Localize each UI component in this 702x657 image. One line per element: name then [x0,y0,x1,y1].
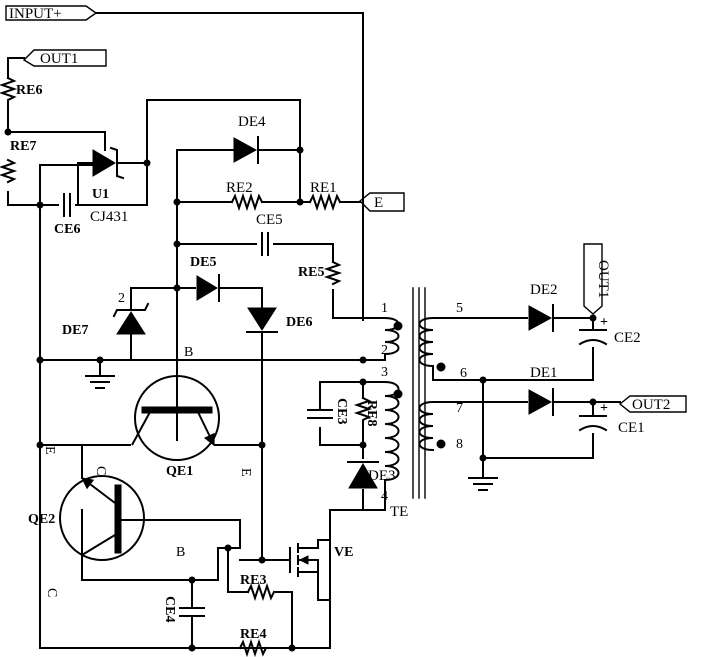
de2-label: DE2 [530,282,558,298]
out2-port: OUT2 [618,395,687,413]
pin-7: 7 [456,401,463,416]
diode-de4: DE4 [233,114,266,164]
diode-de2: DE2 [528,282,558,332]
qe1-e-label: E [238,468,253,477]
qe2-b-label: B [176,545,185,560]
resistor-re6: RE6 [0,76,42,102]
re6-label: RE6 [16,83,42,98]
out1-vertical-port: OUT1 [583,243,611,315]
re1-label: RE1 [310,180,337,196]
ce1-label: CE1 [618,420,645,436]
resistor-re4: RE4 [238,627,268,657]
de5-label: DE5 [190,255,216,270]
de6-label: DE6 [286,315,312,330]
junctions [4,128,597,652]
resistor-re5: RE5 [298,260,343,286]
qe1-c-label: E [42,446,57,455]
qe2-c2-label: C [44,588,59,597]
resistor-re2: RE2 [226,180,264,212]
de4-label: DE4 [238,114,266,130]
re2-label: RE2 [226,180,253,196]
diode-de6: DE6 [246,307,312,333]
out1-port: OUT1 [22,49,107,67]
pin-5: 5 [456,301,463,316]
regulator-u1: U1 CJ431 [77,131,131,225]
re3-label: RE3 [240,573,266,588]
pin-1: 1 [381,301,388,316]
qe1-b-label: B [184,345,193,360]
e-port-label: E [374,195,383,211]
input-plus-label: INPUT+ [9,6,62,22]
input-plus-port: INPUT+ [5,5,98,22]
cj431-label: CJ431 [90,209,128,225]
re7-label: RE7 [10,139,36,154]
u1-label: U1 [92,187,109,202]
out1-label: OUT1 [40,51,78,67]
te-label: TE [390,504,408,520]
capacitor-ce3: CE3 [307,398,349,424]
ground-right [468,477,498,491]
de1-label: DE1 [530,365,558,381]
qe1-label: QE1 [166,464,193,479]
ce5-label: CE5 [256,212,283,228]
pin-4: 4 [381,489,388,504]
out1-vertical-label: OUT1 [595,260,611,298]
qe2-label: QE2 [28,512,55,527]
re8-label: RE8 [364,400,379,426]
ground-left [85,375,115,389]
zener-diode-de7: DE7 2 [62,291,150,338]
diode-de5: DE5 [190,255,220,302]
ce1-plus: + [600,401,608,416]
capacitor-ce2: + CE2 [578,315,641,346]
pin-2: 2 [381,343,388,358]
diode-de1: DE1 [528,365,558,416]
resistor-re8: RE8 [353,396,379,429]
e-port: E [358,192,405,212]
transistor-qe1: QE1 B E E [42,345,253,479]
re4-label: RE4 [240,627,266,642]
qe2-c-label: C [93,466,108,475]
pin-3: 3 [381,365,388,380]
ve-label: VE [334,545,353,560]
mosfet-ve: VE [289,509,353,581]
pin-6: 6 [460,366,467,381]
de7-pin-label: 2 [118,291,125,306]
wires [7,12,621,649]
de3-label: DE3 [368,468,396,484]
capacitor-ce6: CE6 [54,193,80,237]
ce4-label: CE4 [162,596,177,622]
resistor-re7: RE7 [0,139,36,184]
out2-label: OUT2 [632,397,670,413]
de7-label: DE7 [62,323,88,338]
transistor-qe2: QE2 C B C [28,444,185,597]
ce6-label: CE6 [54,222,80,237]
ce2-plus: + [600,315,608,330]
capacitor-ce4: CE4 [162,596,205,622]
re5-label: RE5 [298,265,324,280]
capacitor-ce1: + CE1 [578,401,645,436]
resistor-re3: RE3 [240,573,276,602]
pin-8: 8 [456,437,463,452]
ce3-label: CE3 [334,398,349,424]
ce2-label: CE2 [614,330,641,346]
capacitor-ce5: CE5 [256,212,283,256]
transformer-te: 1 2 3 4 5 6 7 8 TE [381,287,467,520]
resistor-re1: RE1 [308,180,342,212]
